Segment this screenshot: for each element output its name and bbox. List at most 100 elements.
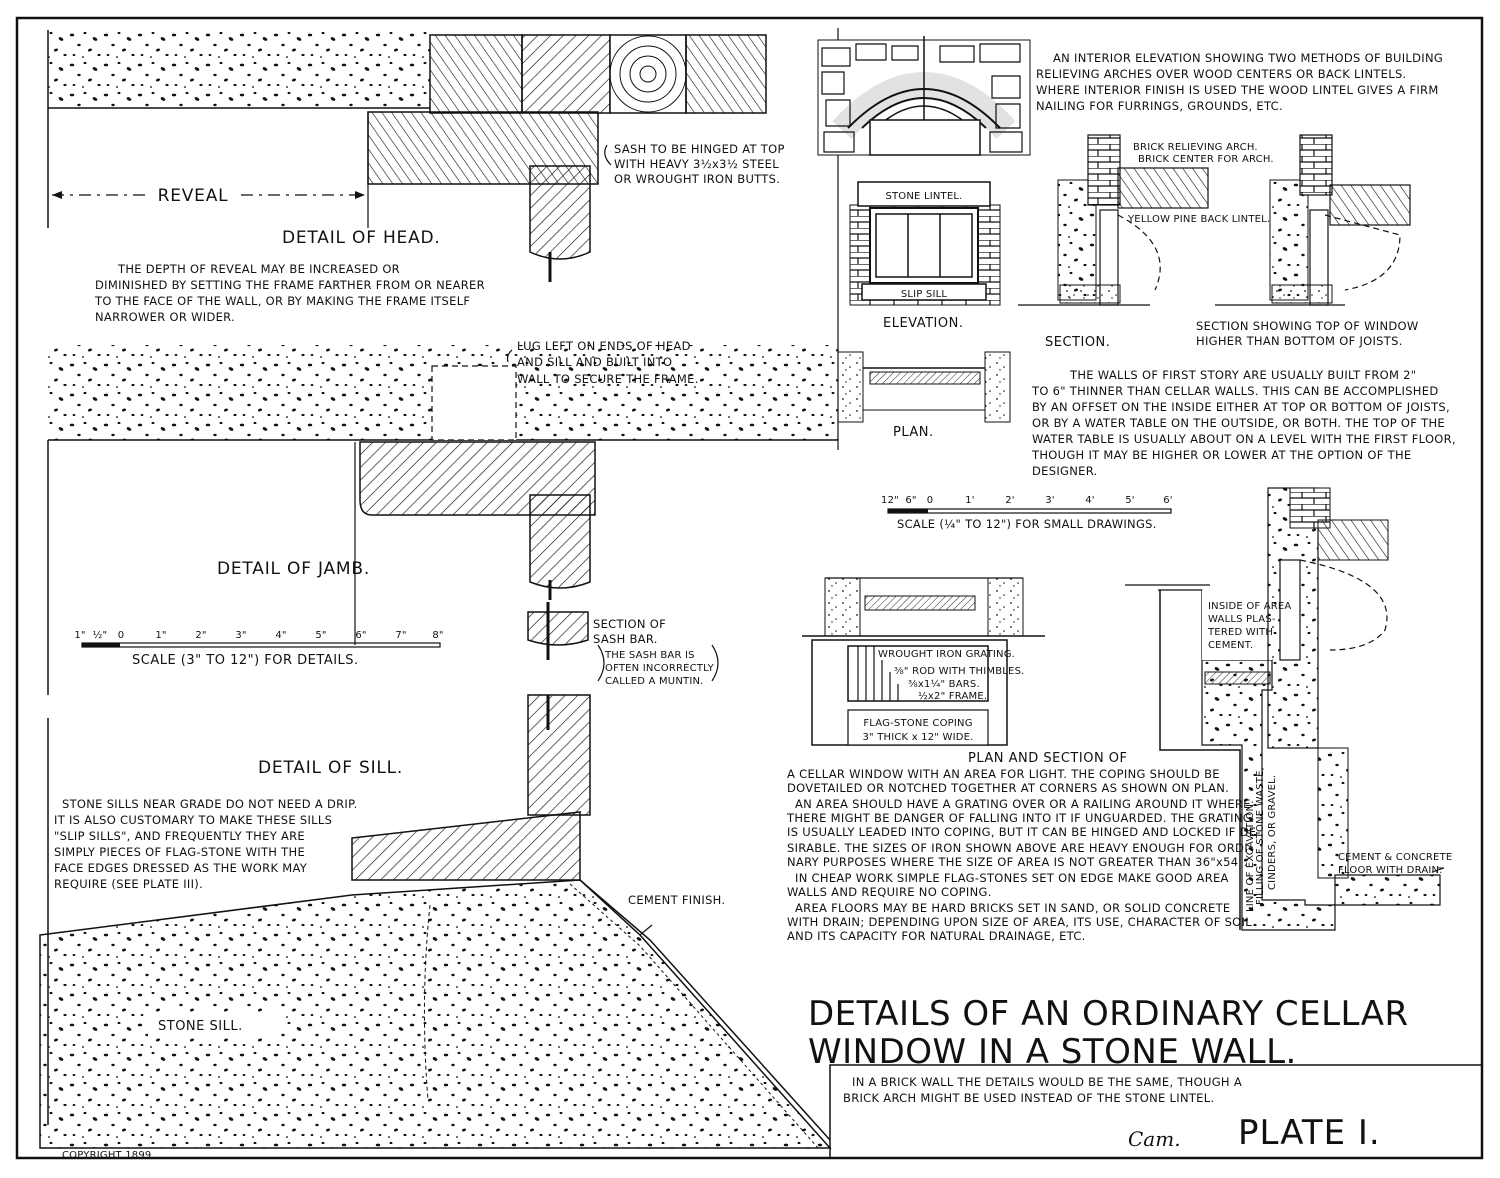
- slip-sill-label: SLIP SILL: [901, 289, 948, 300]
- area-section: [1125, 487, 1445, 931]
- scale-tick: 6': [1163, 495, 1173, 506]
- section-drawing: [1018, 134, 1411, 306]
- scale-tick: 4": [275, 630, 286, 641]
- reveal-label: REVEAL: [158, 186, 229, 206]
- area-section-labels: INSIDE OF AREA WALLS PLAS- TERED WITH CE…: [1207, 601, 1452, 912]
- area-note-line: DOVETAILED OR NOTCHED TOGETHER AT CORNER…: [787, 781, 1229, 795]
- scale-tick: 5': [1125, 495, 1135, 506]
- scale-small-label: SCALE (¼" TO 12") FOR SMALL DRAWINGS.: [897, 517, 1157, 531]
- scale-tick: 0: [118, 630, 125, 641]
- plate-number: PLATE I.: [1238, 1113, 1381, 1153]
- interior-note: AN INTERIOR ELEVATION SHOWING TWO METHOD…: [1036, 51, 1443, 113]
- inside-line: TERED WITH: [1207, 627, 1273, 638]
- wrought-iron-label: WROUGHT IRON GRATING.: [878, 649, 1015, 660]
- interior-note-line: WHERE INTERIOR FINISH IS USED THE WOOD L…: [1036, 83, 1439, 97]
- sill-detail: [39, 694, 832, 1149]
- walls-note-line: OR BY A WATER TABLE ON THE OUTSIDE, OR B…: [1032, 416, 1445, 430]
- wrought-iron-grating: [847, 645, 989, 702]
- walls-note-line: THOUGH IT MAY BE HIGHER OR LOWER AT THE …: [1031, 448, 1411, 462]
- area-labels: WROUGHT IRON GRATING. ⅜" ROD WITH THIMBL…: [862, 649, 1024, 743]
- scale-tick: 6": [355, 630, 366, 641]
- stone-lintel-label: STONE LINTEL.: [885, 191, 962, 202]
- inside-line: INSIDE OF AREA: [1208, 601, 1291, 612]
- section2-note: SECTION SHOWING TOP OF WINDOW HIGHER THA…: [1196, 319, 1419, 348]
- reveal-note-line: TO THE FACE OF THE WALL, OR BY MAKING TH…: [94, 294, 470, 308]
- slip-sill-elev: [861, 283, 987, 301]
- elevation-drawing: [849, 181, 1001, 306]
- sash-note-line: OR WROUGHT IRON BUTTS.: [614, 172, 780, 186]
- walls-note-line: WATER TABLE IS USUALLY ABOUT ON A LEVEL …: [1032, 432, 1456, 446]
- walls-note-line: DESIGNER.: [1032, 464, 1098, 478]
- scale-tick: 4': [1085, 495, 1095, 506]
- copyright: COPYRIGHT 1899.: [62, 1150, 155, 1161]
- sill-note-line: FACE EDGES DRESSED AS THE WORK MAY: [54, 861, 308, 875]
- muntin-note: THE SASH BAR IS OFTEN INCORRECTLY CALLED…: [604, 650, 715, 687]
- muntin-line: CALLED A MUNTIN.: [605, 676, 704, 687]
- sash-bar-note: SECTION OF SASH BAR.: [593, 617, 666, 646]
- lug-note: LUG LEFT ON ENDS OF HEAD AND SILL AND BU…: [517, 339, 699, 386]
- area-note-line: SIRABLE. THE SIZES OF IRON SHOWN ABOVE A…: [787, 841, 1252, 855]
- walls-note-line: THE WALLS OF FIRST STORY ARE USUALLY BUI…: [1069, 368, 1416, 382]
- reveal-note: THE DEPTH OF REVEAL MAY BE INCREASED OR …: [94, 262, 485, 324]
- back-lintel-label: YELLOW PINE BACK LINTEL.: [1127, 214, 1270, 225]
- sill-note-line: IT IS ALSO CUSTOMARY TO MAKE THESE SILLS: [54, 813, 332, 827]
- plate-title-line: WINDOW IN A STONE WALL.: [808, 1032, 1297, 1072]
- area-plan: [802, 577, 1045, 746]
- lug-note-line: LUG LEFT ON ENDS OF HEAD: [517, 339, 691, 353]
- sash-head: [529, 165, 591, 260]
- plate-subtitle-line: BRICK ARCH MIGHT BE USED INSTEAD OF THE …: [843, 1091, 1214, 1105]
- area-note-heading: PLAN AND SECTION OF: [968, 751, 1128, 766]
- interior-note-line: NAILING FOR FURRINGS, GROUNDS, ETC.: [1036, 99, 1283, 113]
- walls-note: THE WALLS OF FIRST STORY ARE USUALLY BUI…: [1031, 368, 1456, 478]
- area-note-line: WALLS AND REQUIRE NO COPING.: [787, 885, 992, 899]
- scale-tick: 3': [1045, 495, 1055, 506]
- area-note-line: NARY PURPOSES WHERE THE SIZE OF AREA IS …: [787, 855, 1248, 869]
- head-detail: [47, 30, 767, 282]
- sash-note-line: WITH HEAVY 3½x3½ STEEL: [614, 157, 779, 171]
- reveal-note-line: NARROWER OR WIDER.: [95, 310, 235, 324]
- sash-bar-section: [527, 611, 589, 646]
- area-note-line: AND ITS CAPACITY FOR NATURAL DRAINAGE, E…: [787, 929, 1086, 943]
- area-note: A CELLAR WINDOW WITH AN AREA FOR LIGHT. …: [786, 767, 1261, 943]
- scale-tick: 1": [74, 630, 85, 641]
- cement-floor-line: CEMENT & CONCRETE: [1338, 852, 1452, 863]
- muntin-line: THE SASH BAR IS: [604, 650, 695, 661]
- filling-line: CINDERS, OR GRAVEL.: [1267, 775, 1278, 890]
- muntin-line: OFTEN INCORRECTLY: [605, 663, 715, 674]
- scale-tick: 1': [965, 495, 975, 506]
- jamb-detail: [47, 345, 838, 695]
- reveal-note-line: DIMINISHED BY SETTING THE FRAME FARTHER …: [95, 278, 485, 292]
- lug-note-line: WALL TO SECURE THE FRAME.: [517, 372, 699, 386]
- timber-joists: [429, 34, 767, 114]
- jamb-title: DETAIL OF JAMB.: [217, 559, 370, 579]
- section-label: SECTION.: [1045, 335, 1110, 350]
- cement-finish-label: CEMENT FINISH.: [628, 893, 725, 907]
- signature: Cam.: [1128, 1127, 1181, 1151]
- rod-label: ⅜" ROD WITH THIMBLES.: [894, 666, 1025, 677]
- area-note-line: THERE MIGHT BE DANGER OF FALLING INTO IT…: [786, 811, 1252, 825]
- reveal-note-line: THE DEPTH OF REVEAL MAY BE INCREASED OR: [117, 262, 400, 276]
- area-note-line: IS USUALLY LEADED INTO COPING, BUT IT CA…: [787, 825, 1261, 839]
- interior-elevation: [817, 36, 1031, 156]
- scale-details-label: SCALE (3" TO 12") FOR DETAILS.: [132, 653, 359, 668]
- filling-line: FILLING OF STONE WASTE,: [1255, 767, 1266, 905]
- area-note-line: WITH DRAIN; DEPENDING UPON SIZE OF AREA,…: [787, 915, 1252, 929]
- section2-line: SECTION SHOWING TOP OF WINDOW: [1196, 319, 1419, 333]
- sill-note-line: SIMPLY PIECES OF FLAG-STONE WITH THE: [54, 845, 305, 859]
- sill-note-line: STONE SILLS NEAR GRADE DO NOT NEED A DRI…: [62, 797, 358, 811]
- sill-note-line: "SLIP SILLS", AND FREQUENTLY THEY ARE: [54, 829, 305, 843]
- scale-tick: 6": [905, 495, 916, 506]
- sash-bar-line: SASH BAR.: [593, 632, 658, 646]
- scale-small: 12" 6" 0 1' 2' 3' 4' 5' 6': [881, 495, 1173, 514]
- coping-line: 3" THICK x 12" WIDE.: [862, 732, 973, 743]
- inside-line: CEMENT.: [1208, 640, 1253, 651]
- inside-line: WALLS PLAS-: [1208, 614, 1276, 625]
- brick-arch-label: BRICK RELIEVING ARCH.: [1133, 142, 1258, 153]
- interior-note-line: RELIEVING ARCHES OVER WOOD CENTERS OR BA…: [1036, 67, 1407, 81]
- sill-note: STONE SILLS NEAR GRADE DO NOT NEED A DRI…: [54, 797, 358, 891]
- interior-note-line: AN INTERIOR ELEVATION SHOWING TWO METHOD…: [1053, 51, 1443, 65]
- area-note-line: IN CHEAP WORK SIMPLE FLAG-STONES SET ON …: [795, 871, 1229, 885]
- plan-label: PLAN.: [893, 425, 934, 440]
- plate-subtitle-line: IN A BRICK WALL THE DETAILS WOULD BE THE…: [852, 1075, 1242, 1089]
